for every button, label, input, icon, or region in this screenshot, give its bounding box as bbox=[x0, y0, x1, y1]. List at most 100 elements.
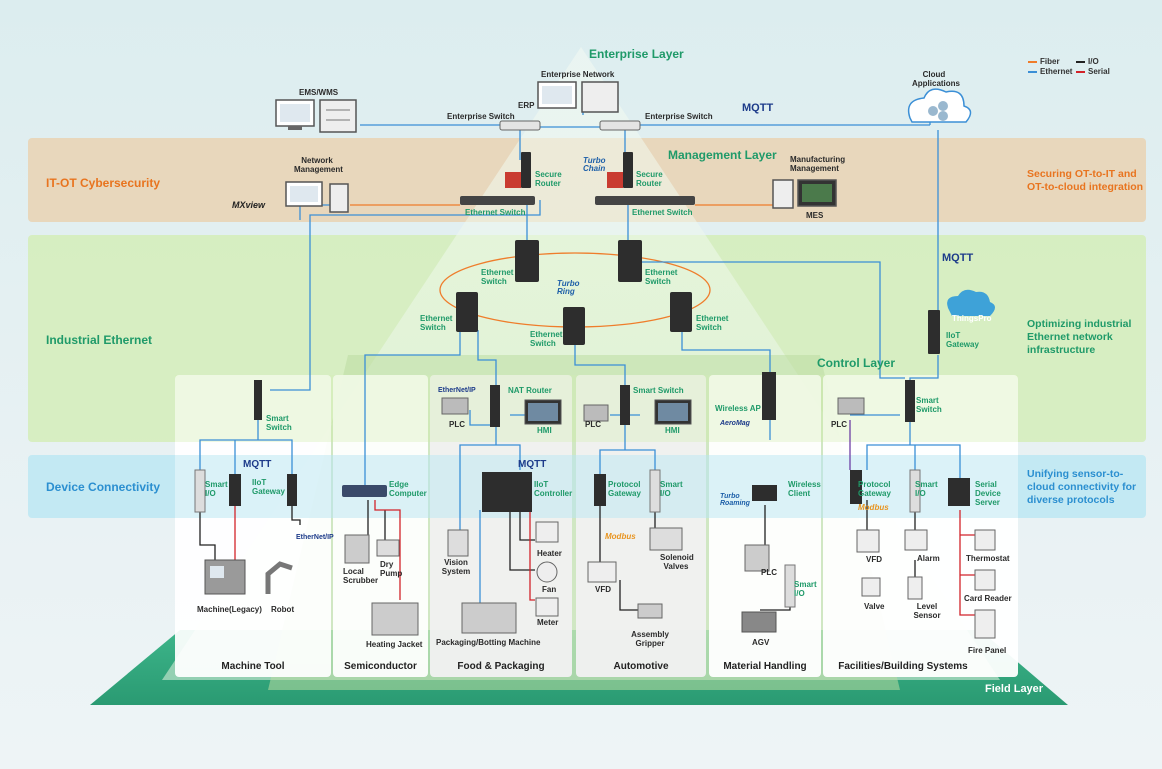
secure-router-right-label: Secure Router bbox=[636, 170, 663, 188]
food-mqtt-logo: MQTT bbox=[518, 459, 547, 470]
mt-ethernetip-logo: EtherNet/IP bbox=[296, 534, 334, 541]
ethernet-switch-mgmt-right-label: Ethernet Switch bbox=[632, 208, 693, 217]
legend-io: I/O bbox=[1076, 57, 1099, 66]
turbo-roaming-logo: Turbo Roaming bbox=[720, 493, 750, 507]
fan-label: Fan bbox=[542, 585, 557, 594]
unifying-note: Unifying sensor-to-cloud connectivity fo… bbox=[1027, 468, 1137, 506]
auto-smart-switch-label: Smart Switch bbox=[633, 386, 684, 395]
secure-router-left-label: Secure Router bbox=[535, 170, 562, 188]
auto-hmi-label: HMI bbox=[665, 426, 680, 435]
enterprise-switch-left-label: Enterprise Switch bbox=[447, 112, 515, 121]
cloud-applications-label: Cloud Applications bbox=[912, 70, 961, 88]
auto-vfd-label: VFD bbox=[595, 585, 611, 594]
vision-system-label: Vision System bbox=[441, 558, 471, 576]
mes-label: MES bbox=[806, 211, 824, 220]
fac-smart-switch-label: Smart Switch bbox=[916, 396, 942, 414]
machine-legacy-label: Machine(Legacy) bbox=[197, 605, 262, 614]
fac-plc-label: PLC bbox=[831, 420, 847, 429]
alarm-label: Alarm bbox=[917, 554, 940, 563]
management-layer-title: Management Layer bbox=[668, 148, 777, 162]
devices bbox=[194, 81, 996, 639]
legend-ethernet: Ethernet bbox=[1028, 67, 1072, 76]
legend-fiber: Fiber bbox=[1028, 57, 1060, 66]
serial-device-server-label: Serial Device Server bbox=[975, 480, 1001, 507]
network-management-label: Network Management bbox=[294, 156, 343, 174]
food-ethernetip-logo: EtherNet/IP bbox=[438, 387, 476, 394]
panel-facilities bbox=[823, 375, 1018, 677]
mt-iiot-gateway-label: IIoT Gateway bbox=[252, 478, 285, 496]
food-hmi-label: HMI bbox=[537, 426, 552, 435]
field-layer-title: Field Layer bbox=[985, 683, 1044, 695]
mt-mqtt-logo: MQTT bbox=[243, 459, 272, 470]
material-plc-label: PLC bbox=[761, 568, 777, 577]
auto-modbus-logo: Modbus bbox=[605, 532, 636, 541]
panel-title-semiconductor: Semiconductor bbox=[344, 661, 417, 672]
fac-modbus-logo: Modbus bbox=[858, 503, 889, 512]
nat-router-label: NAT Router bbox=[508, 386, 552, 395]
mxview-logo: MXview bbox=[232, 200, 266, 210]
eth-switch-r-label: Ethernet Switch bbox=[696, 314, 729, 332]
local-scrubber-label: Local Scrubber bbox=[343, 567, 379, 585]
eth-switch-tl-label: Ethernet Switch bbox=[481, 268, 514, 286]
mt-smart-switch-label: Smart Switch bbox=[266, 414, 292, 432]
panel-title-automotive: Automotive bbox=[613, 661, 669, 672]
agv-label: AGV bbox=[752, 638, 770, 647]
optimizing-note: Optimizing industrial Ethernet network i… bbox=[1027, 318, 1132, 356]
device-connectivity-band-title: Device Connectivity bbox=[46, 480, 161, 494]
food-plc-label: PLC bbox=[449, 420, 465, 429]
edge-computer-label: Edge Computer bbox=[389, 480, 427, 498]
fac-protocol-gateway-label: Protocol Gateway bbox=[858, 480, 891, 498]
eth-switch-b-label: Ethernet Switch bbox=[530, 330, 563, 348]
iiot-gateway-right-label: IIoT Gateway bbox=[946, 331, 979, 349]
iiot-controller-label: IIoT Controller bbox=[534, 480, 573, 498]
panel-title-material: Material Handling bbox=[723, 661, 807, 672]
mqtt-right-logo: MQTT bbox=[942, 252, 974, 264]
panel-title-facilities: Facilities/Building Systems bbox=[838, 661, 968, 672]
manufacturing-management-label: Manufacturing Management bbox=[790, 155, 846, 173]
enterprise-layer-title: Enterprise Layer bbox=[589, 47, 684, 61]
legend-serial: Serial bbox=[1076, 67, 1110, 76]
panel-semiconductor bbox=[333, 375, 428, 677]
auto-plc-label: PLC bbox=[585, 420, 601, 429]
wireless-client-label: Wireless Client bbox=[788, 480, 821, 498]
industrial-ethernet-band-title: Industrial Ethernet bbox=[46, 333, 153, 347]
dry-pump-label: Dry Pump bbox=[380, 560, 403, 578]
meter-label: Meter bbox=[537, 618, 559, 627]
fac-vfd-label: VFD bbox=[866, 555, 882, 564]
thingspro-logo: ThingsPro bbox=[952, 314, 992, 323]
material-smart-io-label: Smart I/O bbox=[794, 580, 817, 598]
fac-smart-io-label: Smart I/O bbox=[915, 480, 938, 498]
panel-title-food: Food & Packaging bbox=[457, 661, 545, 672]
securing-note: Securing OT-to-IT and OT-to-cloud integr… bbox=[1027, 168, 1144, 193]
ems-wms-label: EMS/WMS bbox=[299, 88, 339, 97]
eth-switch-l-label: Ethernet Switch bbox=[420, 314, 453, 332]
fac-valve-label: Valve bbox=[864, 602, 885, 611]
heater-label: Heater bbox=[537, 549, 562, 558]
card-reader-label: Card Reader bbox=[964, 594, 1012, 603]
ethernet-switch-mgmt-left-label: Ethernet Switch bbox=[465, 208, 526, 217]
erp-label: ERP bbox=[518, 101, 535, 110]
packaging-label: Packaging/Botting Machine bbox=[436, 638, 541, 647]
wireless-ap-label: Wireless AP bbox=[715, 404, 761, 413]
heating-jacket-label: Heating Jacket bbox=[366, 640, 423, 649]
level-sensor-label: Level Sensor bbox=[913, 602, 941, 620]
turbo-chain-logo: Turbo Chain bbox=[583, 156, 606, 173]
auto-smart-io-label: Smart I/O bbox=[660, 480, 683, 498]
enterprise-network-label: Enterprise Network bbox=[541, 70, 615, 79]
mqtt-top-logo: MQTT bbox=[742, 102, 774, 114]
auto-protocol-gateway-label: Protocol Gateway bbox=[608, 480, 641, 498]
mt-smart-io-label: Smart I/O bbox=[205, 480, 228, 498]
solenoid-valves-label: Solenoid Valves bbox=[660, 553, 694, 571]
assembly-gripper-label: Assembly Gripper bbox=[631, 630, 669, 648]
aeromag-logo: AeroMag bbox=[720, 420, 750, 427]
control-layer-title: Control Layer bbox=[817, 356, 896, 370]
it-ot-band-title: IT-OT Cybersecurity bbox=[46, 176, 161, 190]
fire-panel-label: Fire Panel bbox=[968, 646, 1007, 655]
robot-label: Robot bbox=[271, 605, 295, 614]
panel-title-machine-tool: Machine Tool bbox=[221, 661, 285, 672]
turbo-ring-logo: Turbo Ring bbox=[557, 279, 580, 296]
enterprise-switch-right-label: Enterprise Switch bbox=[645, 112, 713, 121]
eth-switch-tr-label: Ethernet Switch bbox=[645, 268, 678, 286]
thermostat-label: Thermostat bbox=[966, 554, 1010, 563]
